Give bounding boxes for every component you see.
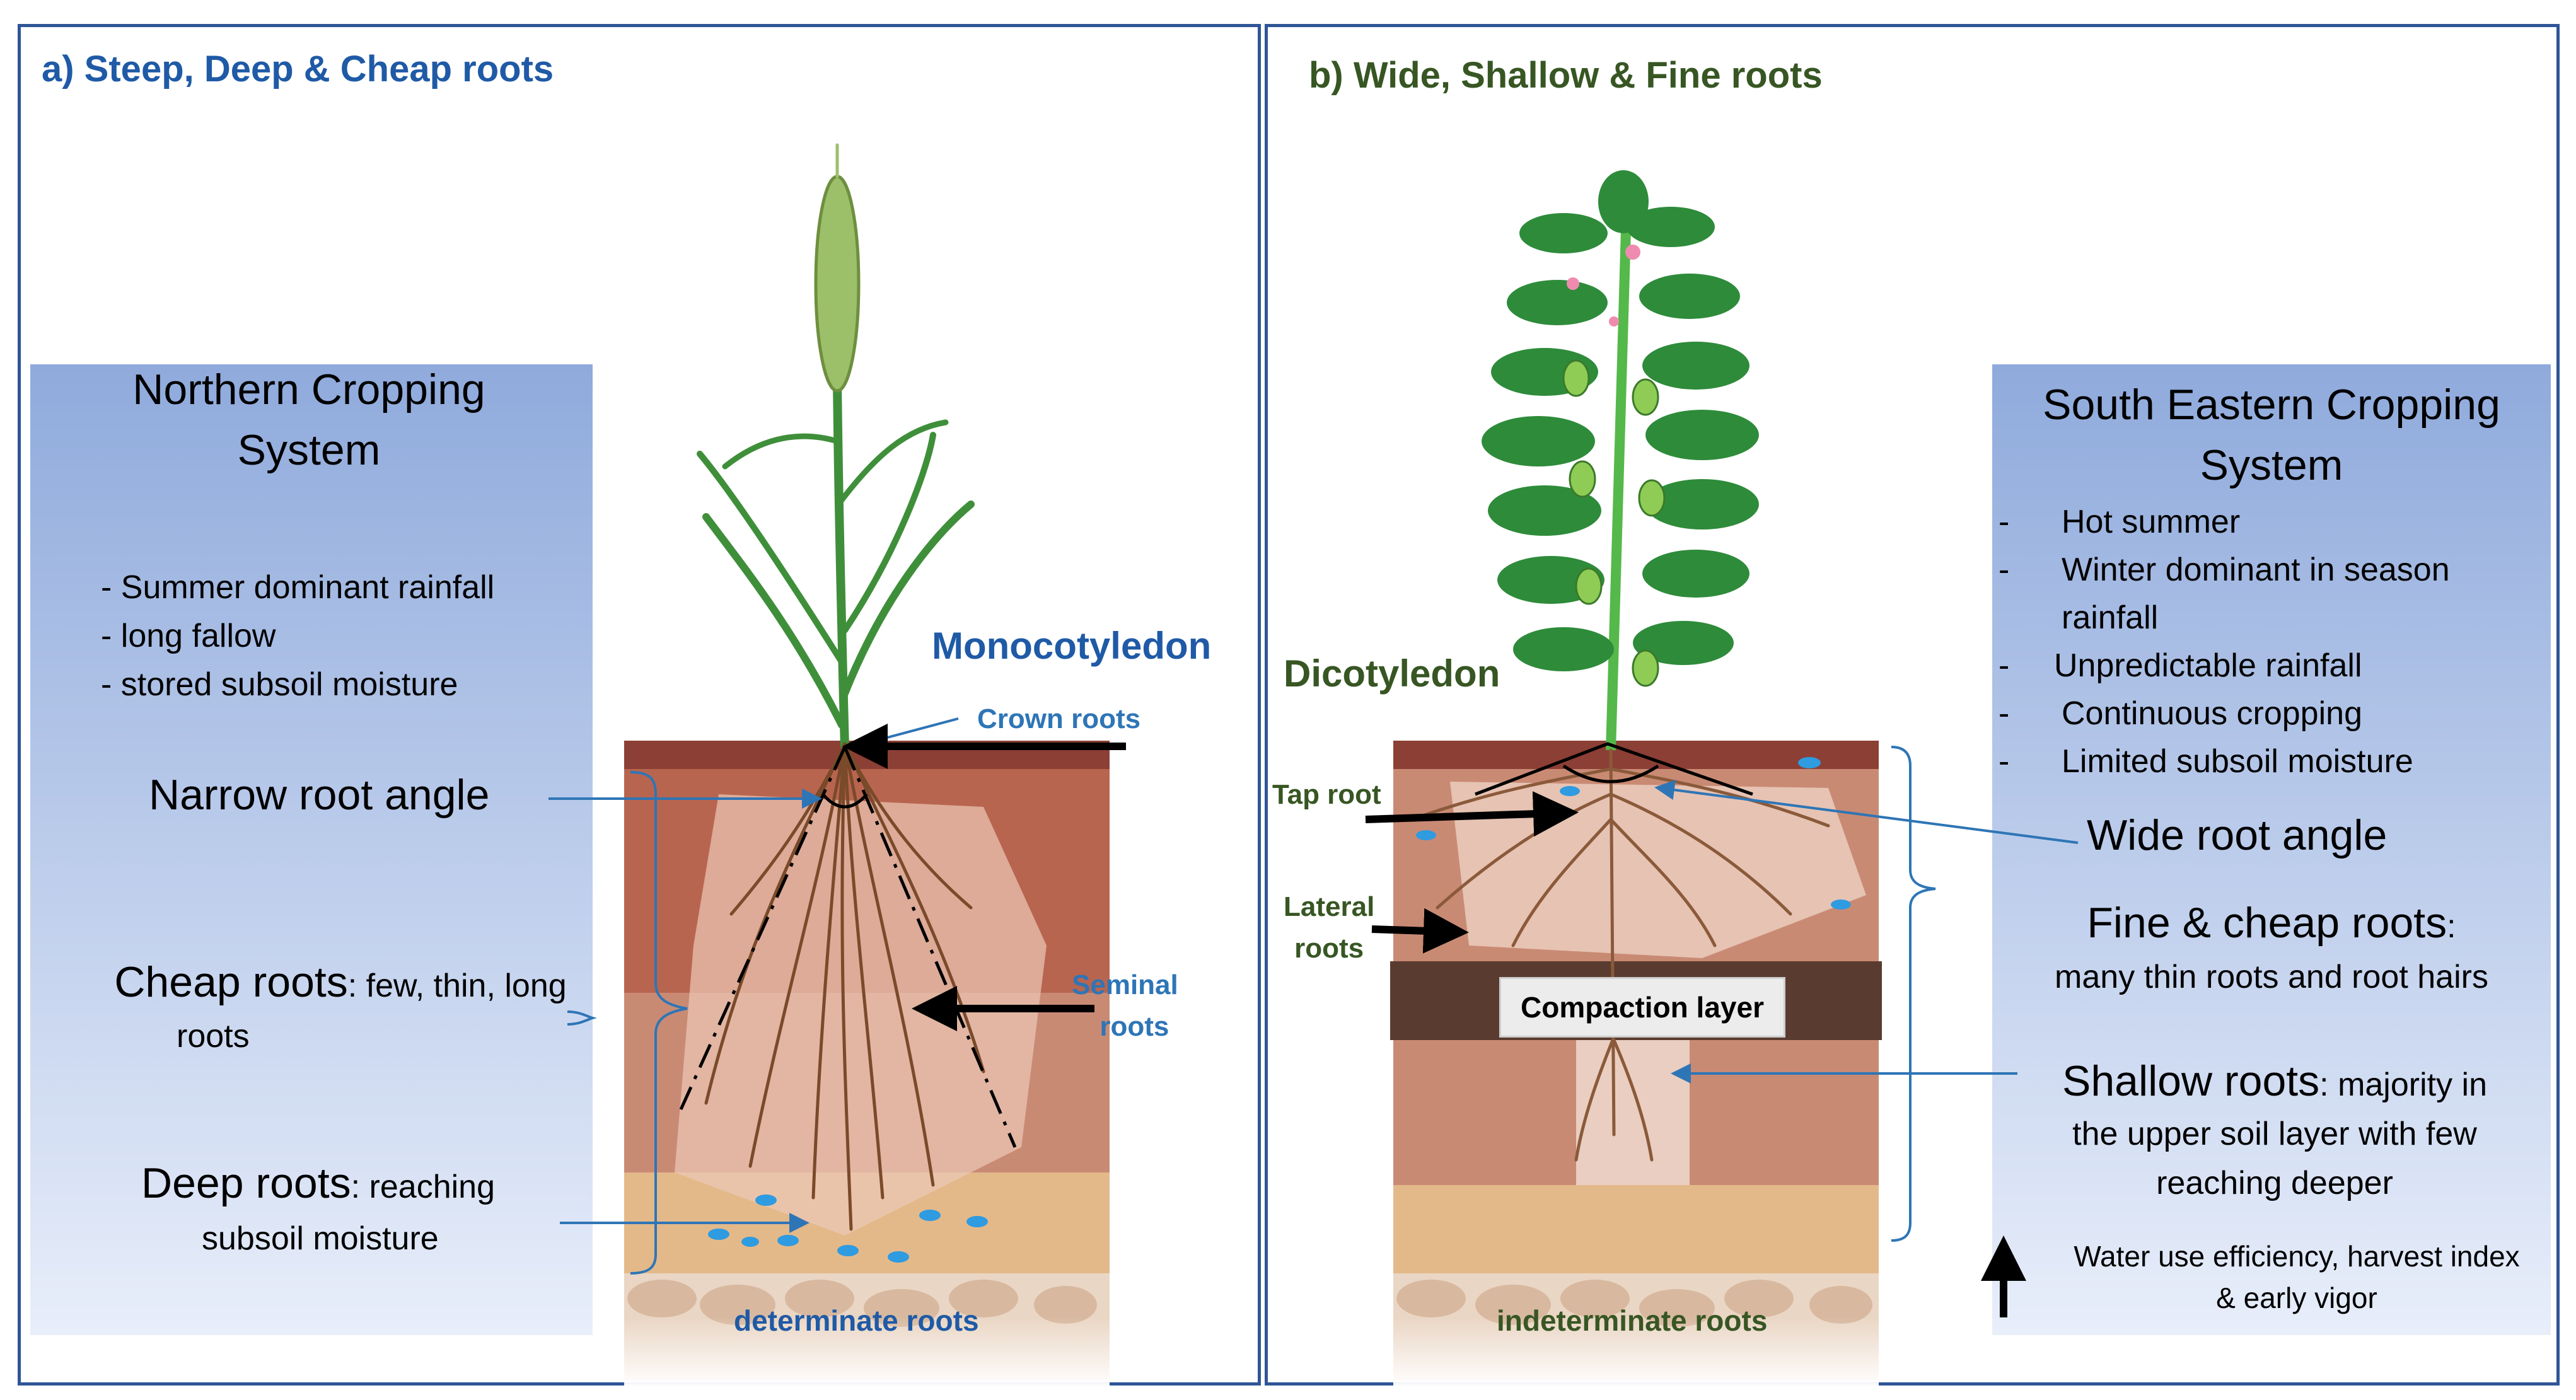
cheap-roots-label: Cheap roots: few, thin, long roots — [114, 958, 567, 1055]
indeterminate-roots-label: indeterminate roots — [1497, 1304, 1768, 1337]
dicotyledon-label: Dicotyledon — [1284, 652, 1500, 695]
soil-column-b — [1390, 741, 1882, 1387]
wide-angle-lines — [1475, 742, 1753, 796]
northern-system-box — [30, 364, 593, 1335]
pointer-lines — [548, 717, 2079, 1233]
northern-bullets: - Summer dominant rainfall - long fallow… — [101, 569, 495, 703]
panel-a-title: a) Steep, Deep & Cheap roots — [42, 49, 554, 90]
chickpea-roots — [1410, 748, 1830, 1162]
wue-label: Water use efficiency, harvest index & ea… — [2074, 1240, 2520, 1314]
crown-roots-label: Crown roots — [977, 703, 1141, 734]
soil-column-a — [624, 741, 1110, 1387]
lateral-roots-label: Lateral roots — [1284, 891, 1375, 964]
tap-root-label: Tap root — [1272, 779, 1381, 810]
shallow-roots-label: Shallow roots: majority in the upper soi… — [2062, 1057, 2488, 1201]
deep-roots-label: Deep roots: reaching subsoil moisture — [141, 1159, 496, 1257]
fine-roots-label: Fine & cheap roots: many thin roots and … — [2055, 899, 2488, 995]
wide-angle-arc — [1562, 764, 1659, 784]
determinate-roots-label: determinate roots — [734, 1304, 979, 1337]
monocotyledon-label: Monocotyledon — [932, 625, 1212, 667]
wide-root-angle-label: Wide root angle — [2087, 811, 2387, 859]
south-eastern-heading: South Eastern Cropping System — [2043, 381, 2500, 489]
narrow-root-angle-label: Narrow root angle — [149, 771, 490, 819]
wheat-plant — [697, 143, 975, 751]
south-eastern-system-box — [1992, 364, 2551, 1335]
water-droplets-a — [708, 1195, 988, 1263]
south-eastern-bullets: -Hot summer -Winter dominant in season r… — [1999, 504, 2450, 780]
chickpea-plant — [1482, 170, 1759, 751]
panel-b-title: b) Wide, Shallow & Fine roots — [1309, 55, 1823, 96]
northern-heading: Northern Cropping System — [132, 366, 485, 474]
water-droplets-b — [1416, 757, 1851, 910]
brackets — [567, 746, 1936, 1275]
seminal-roots-label: Seminal roots — [1072, 969, 1178, 1042]
narrow-angle-arc — [821, 793, 868, 809]
compaction-layer-label: Compaction layer — [1499, 977, 1785, 1038]
black-arrows — [842, 724, 2026, 1317]
